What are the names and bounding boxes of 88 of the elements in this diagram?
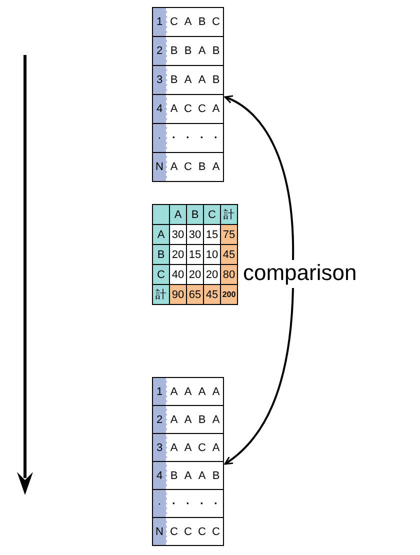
- table-cell: A: [153, 225, 170, 245]
- table-cell: 20: [170, 245, 187, 265]
- table-cell: 15: [204, 225, 221, 245]
- table-cell: C: [204, 205, 221, 225]
- sequence-letter: B: [211, 468, 221, 484]
- sequence-letter: C: [211, 524, 221, 540]
- row-index: 1: [153, 378, 167, 405]
- sequence-letter: A: [211, 440, 221, 456]
- sequence-letter: A: [197, 44, 207, 59]
- table-cell: 30: [187, 225, 204, 245]
- sequence-letter: C: [169, 524, 179, 540]
- sequence-letter: C: [183, 524, 193, 540]
- sequence-letter: B: [169, 44, 179, 59]
- table-cell: 200: [221, 285, 238, 305]
- sequence-letter: A: [211, 384, 221, 400]
- row-index: ·: [153, 490, 167, 517]
- row-index: ·: [153, 124, 167, 152]
- sequence-letter: A: [183, 468, 193, 484]
- sequence-letter: C: [211, 15, 221, 30]
- sequence-letter: A: [169, 384, 179, 400]
- table-cell: A: [170, 205, 187, 225]
- sequence-letter: A: [197, 384, 207, 400]
- sequence-letter: B: [169, 73, 179, 88]
- sequence-letter: A: [211, 102, 221, 117]
- sequence-letter: A: [197, 73, 207, 88]
- row-index: 4: [153, 95, 167, 123]
- sequence-letter: B: [169, 468, 179, 484]
- sequence-letter: B: [211, 44, 221, 59]
- sequence-letter: A: [169, 102, 179, 117]
- table-cell: B: [153, 245, 170, 265]
- row-index: 2: [153, 406, 167, 433]
- row-index: N: [153, 153, 167, 181]
- sequence-letter: A: [183, 440, 193, 456]
- sequence-letter: ·: [171, 496, 177, 512]
- table-cell: 40: [170, 265, 187, 285]
- row-index: 3: [153, 66, 167, 94]
- sequence-letter: C: [197, 102, 207, 117]
- table-cell: 45: [204, 285, 221, 305]
- sequence-table: [152, 377, 224, 546]
- sequence-letter: A: [183, 15, 193, 30]
- sequence-letter: ·: [171, 131, 177, 146]
- sequence-letter: A: [169, 412, 179, 428]
- sequence-letter: ·: [213, 496, 219, 512]
- table-cell: 20: [187, 265, 204, 285]
- sequence-letter: C: [183, 160, 193, 175]
- table-cell: 30: [170, 225, 187, 245]
- table-cell: B: [187, 205, 204, 225]
- table-cell: 75: [221, 225, 238, 245]
- table-cell: 10: [204, 245, 221, 265]
- sequence-letter: A: [183, 412, 193, 428]
- row-index: 1: [153, 8, 167, 36]
- sequence-letter: B: [197, 412, 207, 428]
- row-index: 4: [153, 462, 167, 489]
- sequence-letter: A: [211, 160, 221, 175]
- row-index: 3: [153, 434, 167, 461]
- sequence-letter: ·: [199, 131, 205, 146]
- table-cell: C: [153, 265, 170, 285]
- sequence-letter: C: [197, 440, 207, 456]
- sequence-letter: ·: [213, 131, 219, 146]
- sequence-letter: B: [197, 15, 207, 30]
- row-index: 2: [153, 37, 167, 65]
- table-cell: 計: [153, 285, 170, 305]
- row-index: N: [153, 518, 167, 545]
- sequence-letter: B: [183, 44, 193, 59]
- table-cell: 20: [204, 265, 221, 285]
- sequence-letter: ·: [199, 496, 205, 512]
- curved-arrow: [224, 288, 294, 465]
- sequence-letter: ·: [185, 496, 191, 512]
- table-cell: 計: [221, 205, 238, 225]
- table-cell: 15: [187, 245, 204, 265]
- sequence-table: [152, 7, 224, 182]
- sequence-letter: A: [169, 160, 179, 175]
- sequence-letter: C: [183, 102, 193, 117]
- table-cell: 65: [187, 285, 204, 305]
- table-cell: 90: [170, 285, 187, 305]
- table-cell: 80: [221, 265, 238, 285]
- sequence-letter: B: [211, 73, 221, 88]
- sequence-letter: ·: [185, 131, 191, 146]
- sequence-letter: C: [197, 524, 207, 540]
- sequence-letter: A: [211, 412, 221, 428]
- sequence-letter: B: [197, 160, 207, 175]
- curved-arrow: [224, 96, 294, 260]
- sequence-letter: A: [183, 73, 193, 88]
- table-cell: 45: [221, 245, 238, 265]
- sequence-letter: C: [169, 15, 179, 30]
- sequence-letter: A: [197, 468, 207, 484]
- sequence-letter: A: [183, 384, 193, 400]
- sequence-letter: A: [169, 440, 179, 456]
